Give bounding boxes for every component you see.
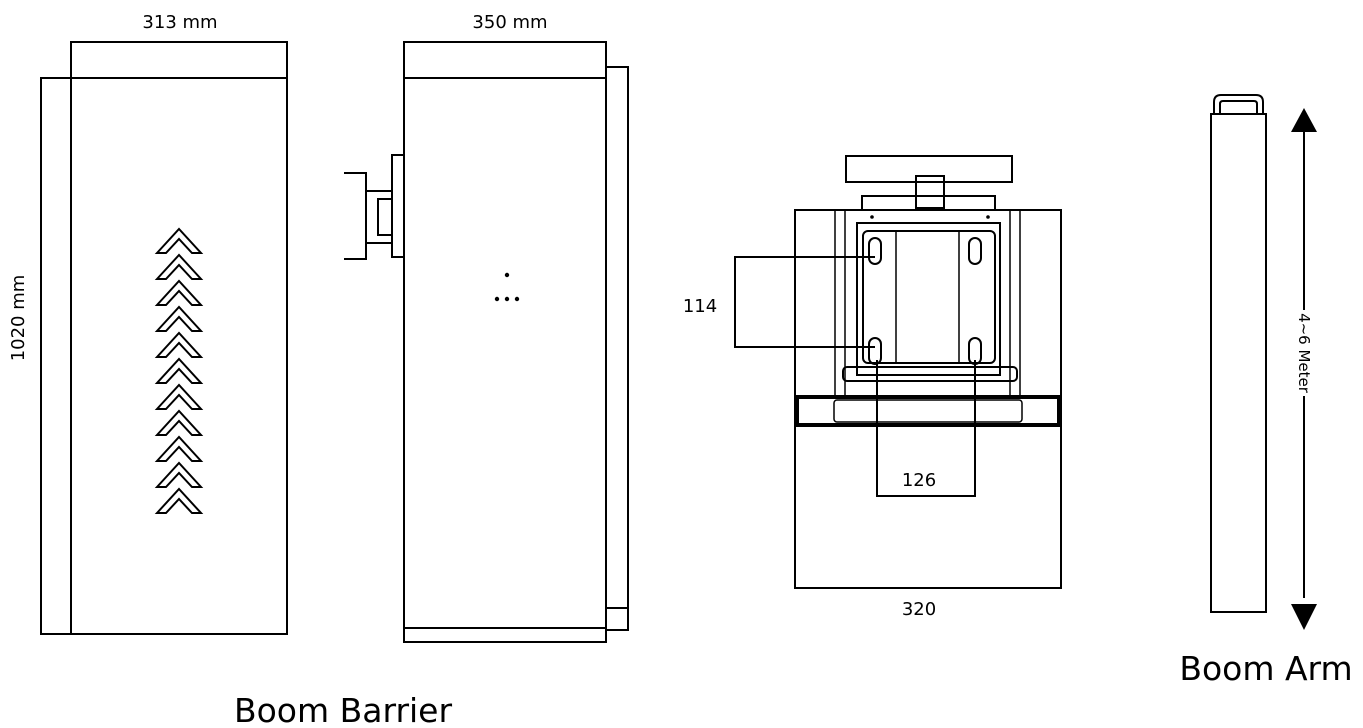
front-width-label: 313 mm xyxy=(142,12,217,33)
front-side-flange xyxy=(40,77,72,635)
arrow-down-icon xyxy=(1291,604,1317,630)
dim-114-bracket xyxy=(734,256,875,348)
arm-holder-plate xyxy=(845,155,1013,183)
side-door-flange xyxy=(605,66,629,631)
boom-arm-body xyxy=(1210,113,1267,613)
base-view: 114 126 320 xyxy=(683,155,1062,620)
side-width-label: 350 mm xyxy=(472,12,547,33)
boom-arm-length-label: 4~6 Meter xyxy=(1295,313,1313,394)
dim-126-label: 126 xyxy=(902,470,936,491)
arm-holder-post xyxy=(915,175,945,209)
boom-arm-cap xyxy=(1213,94,1264,114)
keyhole-dots xyxy=(494,272,520,302)
mounting-slots xyxy=(868,237,982,365)
boom-arm-caption: Boom Arm xyxy=(1179,649,1352,688)
base-bracket xyxy=(842,366,1018,382)
side-body xyxy=(403,41,607,643)
front-height-label: 1020 mm xyxy=(8,275,29,362)
direction-chevrons xyxy=(154,227,204,514)
dim-126-bracket xyxy=(876,360,976,497)
side-view: 350 mm xyxy=(344,12,629,643)
boom-arm: 4~6 Meter Boom Arm xyxy=(1179,94,1353,688)
side-motor-mount xyxy=(344,154,405,260)
front-view: 313 mm 1020 mm xyxy=(8,12,288,635)
front-body xyxy=(70,41,288,635)
mounting-plate xyxy=(862,230,996,364)
mounting-plate-outer xyxy=(856,222,1001,376)
base-rail xyxy=(795,395,1061,427)
dim-320-label: 320 xyxy=(902,599,936,620)
arrow-up-icon xyxy=(1291,108,1317,132)
dim-114-label: 114 xyxy=(683,296,717,317)
main-caption: Boom Barrier xyxy=(234,691,453,728)
